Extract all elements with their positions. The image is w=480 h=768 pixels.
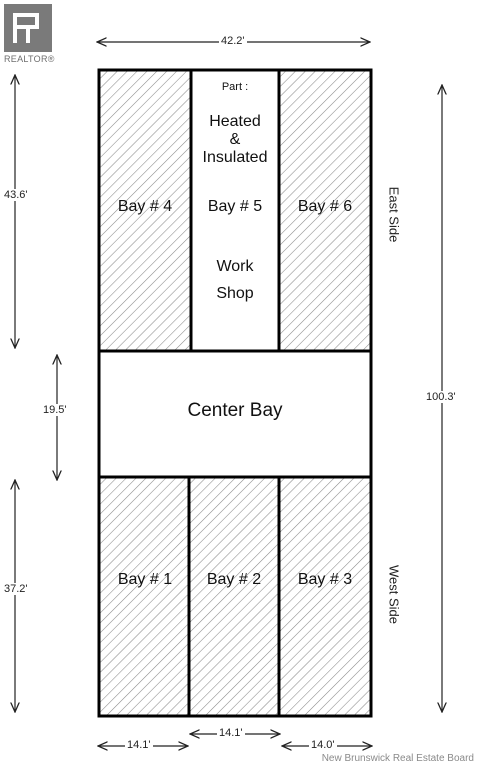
bay-1-area xyxy=(99,477,191,716)
bay-5-shop-note: Shop xyxy=(216,285,254,302)
realtor-logo-icon xyxy=(4,4,52,52)
dim-left-upper: 43.6' xyxy=(2,189,30,201)
dim-bottom-3: 14.0' xyxy=(309,739,337,751)
building-outline xyxy=(97,68,373,718)
bay-5-area xyxy=(191,70,279,351)
center-bay-label: Center Bay xyxy=(187,400,283,421)
realtor-label: REALTOR® xyxy=(4,54,55,64)
dim-bottom-2: 14.1' xyxy=(217,727,245,739)
bay-5-insulated-note: Insulated xyxy=(202,149,268,166)
bay-4-label: Bay # 4 xyxy=(117,198,173,215)
credit-text: New Brunswick Real Estate Board xyxy=(321,753,474,764)
dim-bottom-1: 14.1' xyxy=(125,739,153,751)
bay-3-label: Bay # 3 xyxy=(297,571,353,588)
bay-2-area xyxy=(189,477,281,716)
bay-4-area xyxy=(99,70,191,351)
bay-5-heated-note: Heated xyxy=(209,113,261,130)
center-bay-area xyxy=(99,351,371,477)
dim-top-width: 42.2' xyxy=(219,35,247,47)
bay-1-label: Bay # 1 xyxy=(117,571,173,588)
bay-5-part-note: Part : xyxy=(221,81,249,93)
bay-2-label: Bay # 2 xyxy=(206,571,262,588)
bay-5-label: Bay # 5 xyxy=(207,198,263,215)
bay-6-label: Bay # 6 xyxy=(297,198,353,215)
dim-right-total: 100.3' xyxy=(424,391,458,403)
west-side-label: West Side xyxy=(386,564,402,624)
bay-5-amp-note: & xyxy=(229,131,241,148)
dim-left-lower: 37.2' xyxy=(2,583,30,595)
bay-6-area xyxy=(279,70,371,351)
east-side-label: East Side xyxy=(386,186,402,243)
bay-5-work-note: Work xyxy=(216,258,254,275)
dim-left-middle: 19.5' xyxy=(41,404,69,416)
bay-3-area xyxy=(279,477,371,716)
